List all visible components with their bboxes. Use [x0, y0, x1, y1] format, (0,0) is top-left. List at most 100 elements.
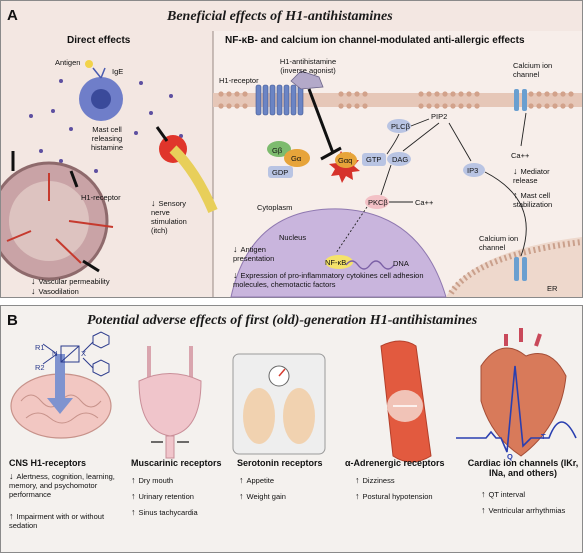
muscarinic-item-1: ↑Dry mouth	[131, 475, 174, 486]
ecg-t-label: T	[541, 432, 546, 441]
vasodilation-label: ↓Vasodilation	[31, 286, 79, 297]
bladder-icon	[138, 346, 202, 459]
h1-receptor-left-label: H1-receptor	[81, 193, 121, 202]
plc-shape	[387, 119, 411, 133]
gtp-shape	[362, 153, 386, 166]
plc-label: PLCβ	[391, 122, 410, 131]
chem-x-label: X	[81, 349, 87, 358]
adrenergic-heading: α-Adrenergic receptors	[345, 458, 445, 468]
blocker-lines	[11, 126, 169, 273]
antigen-ige	[85, 60, 106, 79]
panel-a: A Beneficial effects of H1-antihistamine…	[0, 0, 583, 298]
blood-vessel	[1, 161, 109, 281]
chemical-structure	[42, 331, 110, 377]
panel-a-letter: A	[7, 7, 18, 24]
gdp-label: GDP	[272, 168, 289, 177]
vascular-permeability-label: ↓Vascular permeability	[31, 276, 110, 287]
antigen-label: Antigen	[55, 58, 81, 67]
adrenergic-item-2: ↑Postural hypotension	[355, 491, 433, 502]
inhibition-bar	[320, 146, 342, 161]
membrane-lipids	[218, 91, 574, 109]
pkc-shape	[365, 195, 389, 209]
g-beta-label: Gβ	[272, 146, 283, 155]
ip3-label: IP3	[467, 166, 479, 175]
panel-b-title: Potential adverse effects of first (old)…	[87, 313, 478, 328]
pkc-label: PKCβ	[368, 198, 388, 207]
cytoplasm-label: Cytoplasm	[257, 203, 293, 212]
cardiac-item-1: ↑QT interval	[481, 489, 526, 500]
vascular-arrows	[6, 173, 114, 264]
ecg-trace	[456, 365, 577, 453]
scale-icon	[232, 353, 326, 455]
ip3-shape	[463, 163, 485, 177]
g-alpha-shape	[284, 149, 310, 167]
cns-heading: CNS H1-receptors	[9, 458, 87, 468]
pathway-arrows	[335, 112, 527, 257]
sensory-nerve	[159, 135, 218, 213]
mast-cell	[79, 77, 123, 121]
antihistamine-molecule	[290, 70, 324, 90]
nfkb-title: NF-κB- and calcium ion channel-modulated…	[225, 35, 525, 46]
muscarinic-item-2: ↑Urinary retention	[131, 491, 194, 502]
cardiac-heading: Cardiac ion channels (IKr, INa, and othe…	[467, 458, 579, 478]
brain-icon	[10, 354, 112, 439]
chem-n-label: N	[52, 349, 58, 358]
serotonin-item-2: ↑Weight gain	[239, 491, 286, 502]
serotonin-heading: Serotonin receptors	[237, 458, 323, 468]
gtp-label: GTP	[366, 155, 382, 164]
direct-effects-title: Direct effects	[67, 35, 131, 46]
panel-b: B Potential adverse effects of first (ol…	[0, 305, 583, 553]
calcium-channel-bottom-label: Calcium ion channel	[479, 234, 519, 252]
mast-cell-stabilization-label: ↑Mast cell stabilization	[513, 190, 553, 210]
histamine-granules	[29, 79, 183, 173]
cns-item-2: ↑Impairment with or without sedation	[9, 511, 105, 531]
er-membrane	[448, 239, 583, 295]
artery-icon	[380, 340, 432, 463]
adrenergic-item-1: ↑Dizziness	[355, 475, 395, 486]
dag-shape	[387, 152, 411, 166]
ige-label: IgE	[112, 67, 124, 76]
ecg-q-label: Q	[507, 452, 513, 461]
heart-icon	[480, 328, 567, 457]
expression-label: ↓Expression of pro-inflammatory cytokine…	[233, 270, 424, 290]
ca-mid-label: Ca++	[415, 198, 434, 207]
inhibition-line	[307, 88, 335, 154]
chem-r2-label: R2	[35, 363, 45, 372]
nucleus-shape	[230, 208, 447, 298]
h1-receptor-7tm	[255, 84, 304, 116]
mast-cell-label: Mast cell releasing histamine	[90, 125, 124, 152]
chem-r1-label: R1	[35, 343, 45, 352]
ca-top-label: Ca++	[511, 151, 530, 160]
cardiac-item-2: ↑Ventricular arrhythmias	[481, 505, 566, 516]
calcium-channel-top	[514, 89, 527, 111]
dna-helix	[345, 260, 395, 270]
panel-a-illustration	[1, 31, 583, 298]
mediator-release-label: ↓Mediator release	[513, 166, 550, 186]
gdp-shape	[268, 166, 293, 178]
panel-a-title: Beneficial effects of H1-antihistamines	[167, 9, 393, 24]
dna-label: DNA	[393, 259, 409, 268]
cns-item-1: ↓Alertness, cognition, learning, memory,…	[9, 471, 115, 500]
serotonin-item-1: ↑Appetite	[239, 475, 275, 486]
nfkb-shape	[325, 255, 353, 269]
cell-membrane	[213, 93, 582, 107]
g-alpha-label: Gα	[291, 154, 302, 163]
er-label: ER	[547, 284, 558, 293]
muscarinic-item-3: ↑Sinus tachycardia	[131, 507, 198, 518]
g-alpha-q-label: Gαq	[338, 156, 353, 165]
muscarinic-heading: Muscarinic receptors	[131, 458, 222, 468]
antihistamine-label: H1-antihistamine (inverse agonist)	[279, 57, 337, 75]
dag-label: DAG	[392, 155, 409, 164]
h1-receptor-label: H1-receptor	[219, 76, 259, 85]
sensory-nerve-label: ↓Sensory nerve stimulation (itch)	[151, 198, 187, 236]
g-alpha-q-shape	[335, 152, 357, 168]
nucleus-label: Nucleus	[279, 233, 307, 242]
calcium-channel-bottom	[514, 257, 527, 281]
panel-b-letter: B	[7, 312, 18, 329]
antigen-presentation-label: ↓Antigen presentation	[233, 244, 275, 264]
g-beta-shape	[267, 141, 291, 157]
panel-b-illustration	[10, 328, 577, 463]
calcium-channel-top-label: Calcium ion channel	[513, 61, 553, 79]
nfkb-label: NF-κB	[325, 258, 347, 267]
